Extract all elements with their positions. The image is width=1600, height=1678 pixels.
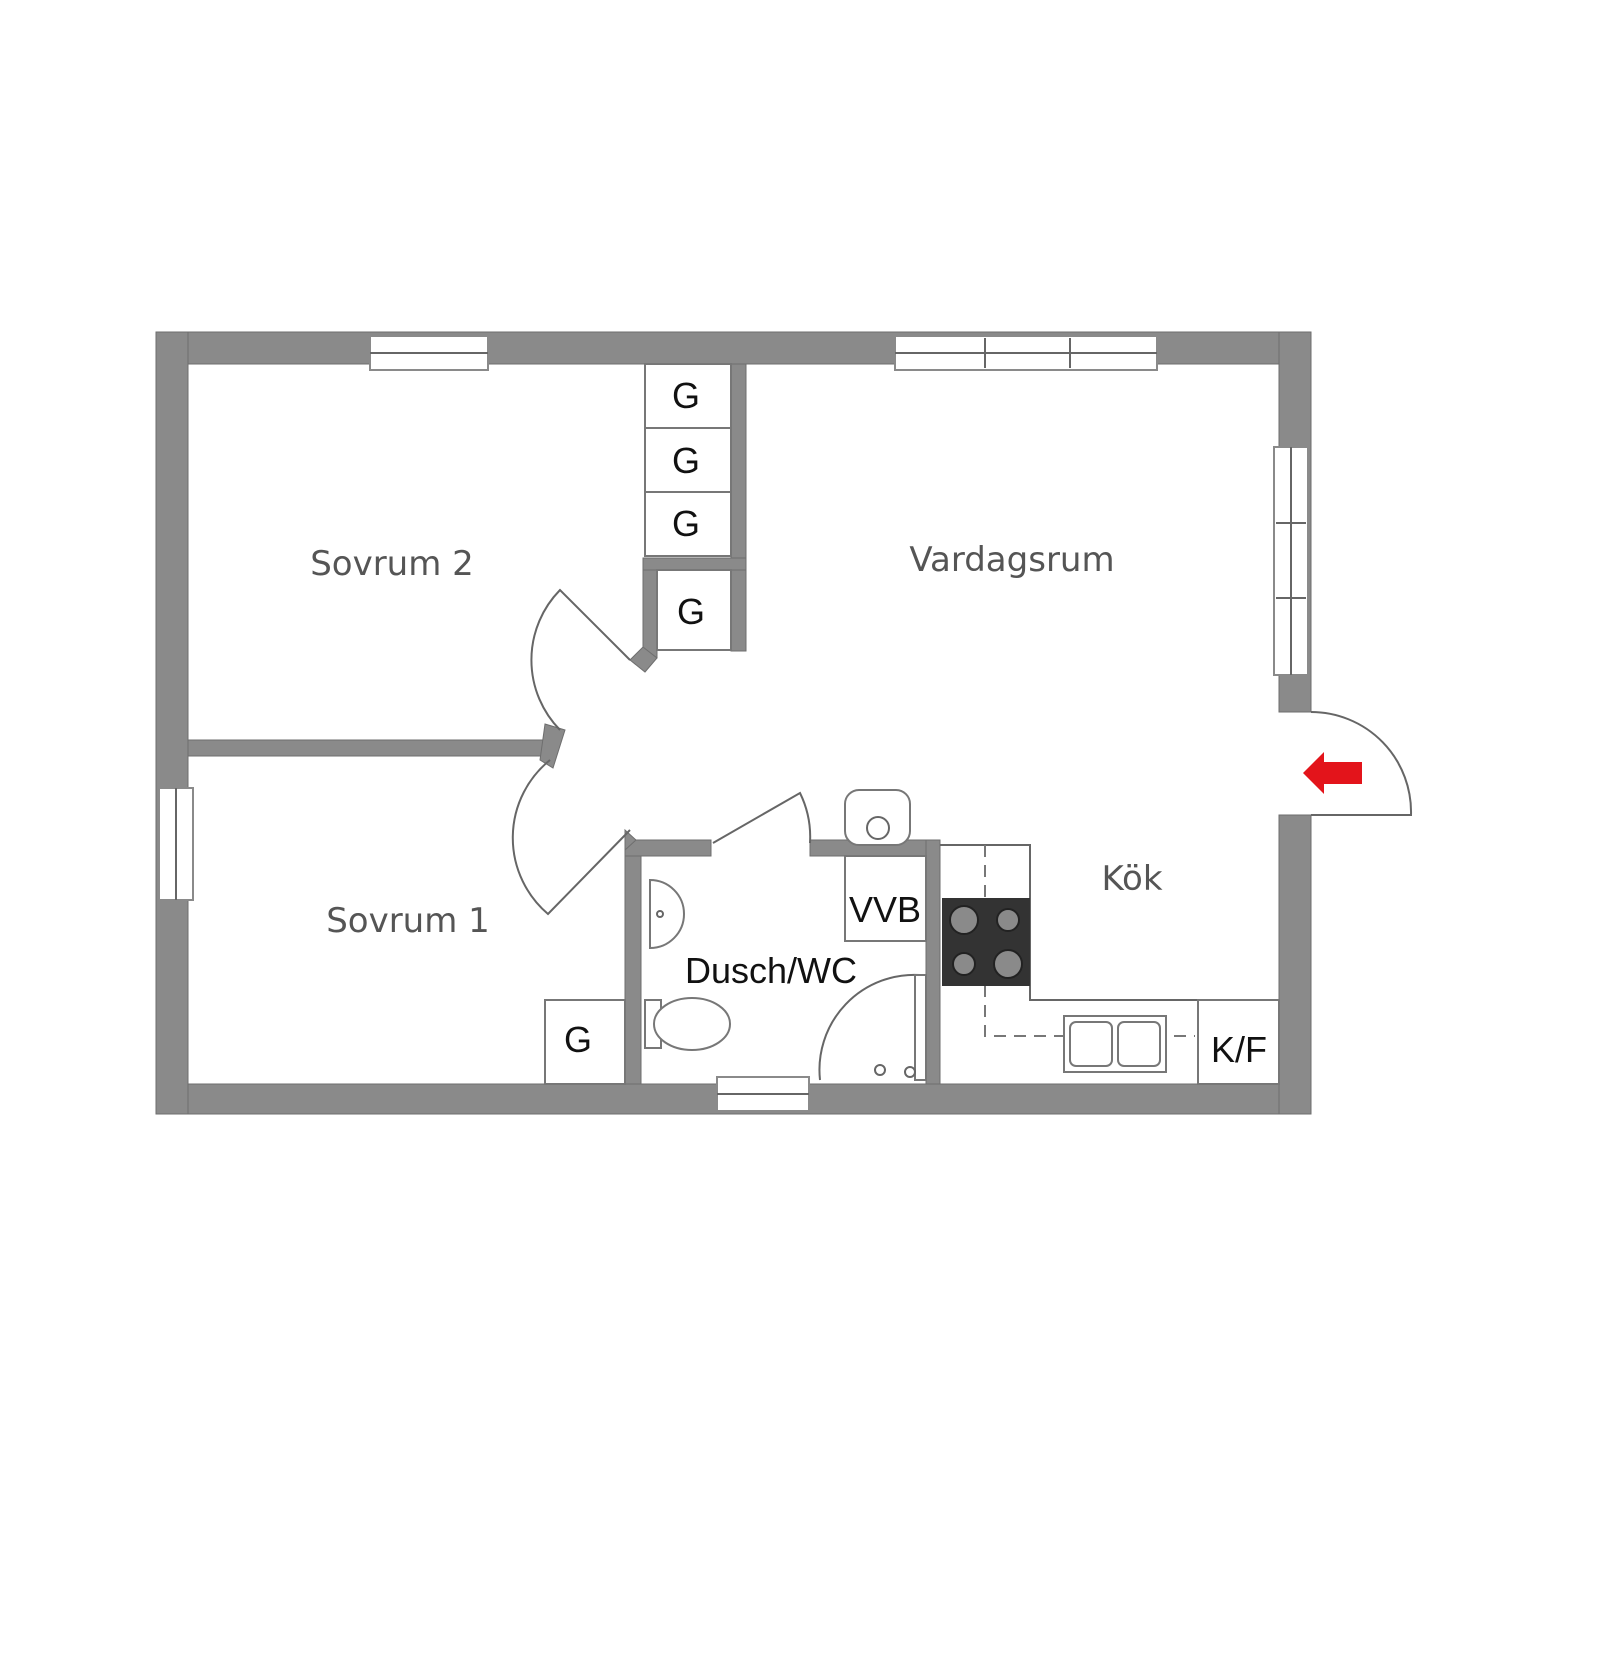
closet-labels: G G G G G — [564, 375, 705, 1060]
windows — [158, 335, 1309, 1112]
shower-tray — [914, 974, 927, 1081]
stove-burner-2 — [996, 908, 1020, 932]
wall-bedrooms-divider — [187, 739, 551, 757]
closet-g4 — [656, 569, 732, 651]
wall-closet-lower-top — [642, 557, 747, 571]
door-bathroom — [712, 791, 812, 844]
closet-label-g2: G — [672, 440, 700, 481]
door-sovrum1 — [511, 759, 631, 916]
door-jamb-2 — [539, 723, 566, 769]
toilet-bowl — [653, 997, 731, 1051]
washbasin — [649, 878, 685, 950]
door-entrance — [1310, 711, 1413, 816]
wall-right-lower — [1278, 814, 1312, 1115]
washbasin-drain — [656, 910, 664, 918]
room-label-vardagsrum: Vardagsrum — [909, 540, 1114, 580]
fixture-labels: VVB K/F — [849, 889, 1267, 1070]
closet-g3 — [644, 491, 732, 557]
stove-burner-1 — [949, 905, 979, 935]
door-sovrum2 — [530, 588, 631, 731]
door-jamb-1 — [629, 646, 658, 673]
closet-label-g5: G — [564, 1019, 592, 1060]
room-labels: Sovrum 2 Vardagsrum Sovrum 1 Kök Dusch/W… — [310, 540, 1163, 991]
closet-g5 — [544, 999, 626, 1085]
closet-label-g1: G — [672, 375, 700, 416]
room-label-kok: Kök — [1101, 859, 1162, 899]
shower-curtain — [818, 973, 921, 1081]
room-label-dusch-wc: Dusch/WC — [685, 950, 857, 991]
wall-bath-top-left — [624, 839, 712, 857]
shower-valve — [874, 1064, 886, 1076]
interior-walls — [187, 363, 941, 1085]
sink-basin-1 — [1069, 1021, 1113, 1067]
entrance-arrow-icon — [1303, 752, 1362, 794]
room-label-sovrum2: Sovrum 2 — [310, 544, 474, 584]
closet-label-g3: G — [672, 503, 700, 544]
door-jamb-3 — [624, 828, 637, 852]
fixture-label-vvb: VVB — [849, 889, 921, 930]
doors — [511, 588, 1413, 916]
fridge-freezer — [1197, 999, 1280, 1085]
closets — [544, 363, 732, 1085]
shower-drain — [904, 1066, 916, 1078]
wall-closet-column — [730, 363, 747, 652]
fixture-label-kf: K/F — [1211, 1029, 1267, 1070]
closet-label-g4: G — [677, 591, 705, 632]
room-label-sovrum1: Sovrum 1 — [326, 901, 490, 941]
wall-bath-left — [624, 839, 642, 1085]
stove-burner-4 — [993, 949, 1023, 979]
wall-bath-right — [925, 839, 941, 1085]
kitchen-fixtures — [844, 789, 1280, 1085]
vvb-box — [844, 855, 927, 942]
wall-left — [155, 331, 189, 1115]
vvb-tank-circle — [866, 816, 890, 840]
sink-basin-2 — [1117, 1021, 1161, 1067]
bathroom-fixtures — [644, 878, 927, 1081]
closet-g1 — [644, 363, 732, 429]
stove-burner-3 — [952, 952, 976, 976]
wall-closet-lower-left — [642, 557, 658, 659]
